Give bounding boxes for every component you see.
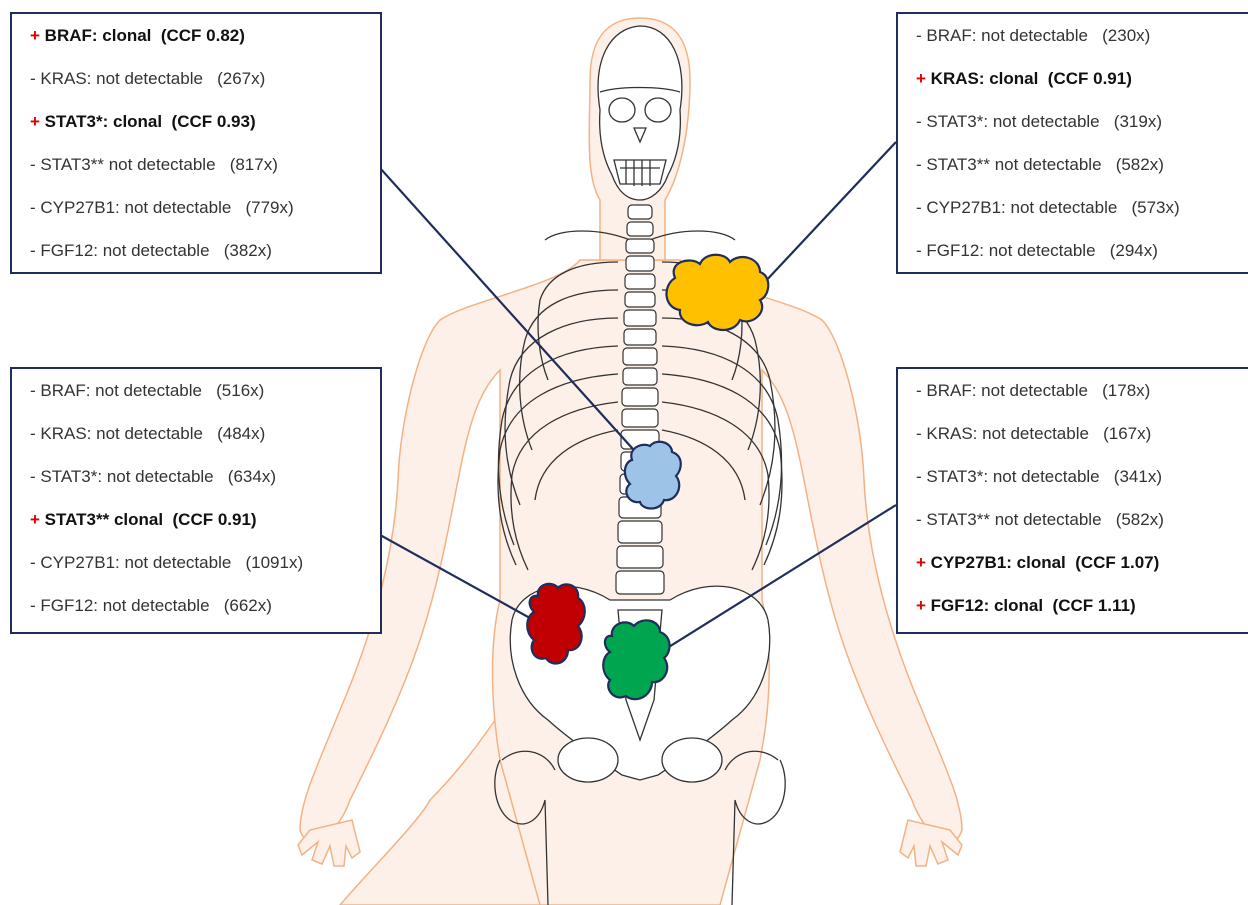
mutation-row: - KRAS: not detectable (267x)	[30, 69, 265, 89]
mutation-row: + BRAF: clonal (CCF 0.82)	[30, 26, 245, 46]
mutation-row: + FGF12: clonal (CCF 1.11)	[916, 596, 1136, 616]
mutation-box-top-left: + BRAF: clonal (CCF 0.82) - KRAS: not de…	[10, 12, 382, 274]
mutation-row: + STAT3*: clonal (CCF 0.93)	[30, 112, 256, 132]
mutation-row: - BRAF: not detectable (230x)	[916, 26, 1150, 46]
mutation-text: - FGF12: not detectable (662x)	[30, 596, 272, 615]
mutation-row: - CYP27B1: not detectable (573x)	[916, 198, 1180, 218]
positive-marker: +	[30, 510, 40, 529]
mutation-text: FGF12: clonal (CCF 1.11)	[931, 596, 1136, 615]
mutation-text: - CYP27B1: not detectable (779x)	[30, 198, 294, 217]
mutation-row: - STAT3** not detectable (582x)	[916, 510, 1164, 530]
positive-marker: +	[30, 26, 40, 45]
mutation-text: - BRAF: not detectable (230x)	[916, 26, 1150, 45]
mutation-text: - KRAS: not detectable (484x)	[30, 424, 265, 443]
lesion-yellow	[666, 255, 768, 330]
mutation-text: - FGF12: not detectable (382x)	[30, 241, 272, 260]
mutation-row: - STAT3*: not detectable (634x)	[30, 467, 276, 487]
mutation-text: BRAF: clonal (CCF 0.82)	[45, 26, 245, 45]
mutation-text: - STAT3*: not detectable (319x)	[916, 112, 1162, 131]
mutation-box-bottom-right: - BRAF: not detectable (178x) - KRAS: no…	[896, 367, 1248, 634]
mutation-row: - STAT3*: not detectable (319x)	[916, 112, 1162, 132]
positive-marker: +	[916, 69, 926, 88]
mutation-text: CYP27B1: clonal (CCF 1.07)	[931, 553, 1160, 572]
mutation-row: - KRAS: not detectable (484x)	[30, 424, 265, 444]
mutation-box-top-right: - BRAF: not detectable (230x) + KRAS: cl…	[896, 12, 1248, 274]
mutation-row: - FGF12: not detectable (662x)	[30, 596, 272, 616]
mutation-row: - FGF12: not detectable (294x)	[916, 241, 1158, 261]
mutation-box-bottom-left: - BRAF: not detectable (516x) - KRAS: no…	[10, 367, 382, 634]
mutation-text: - STAT3*: not detectable (341x)	[916, 467, 1162, 486]
mutation-row: - STAT3*: not detectable (341x)	[916, 467, 1162, 487]
mutation-text: - STAT3** not detectable (582x)	[916, 155, 1164, 174]
mutation-row: + STAT3** clonal (CCF 0.91)	[30, 510, 257, 530]
lesion-blue	[625, 442, 681, 509]
mutation-row: - BRAF: not detectable (178x)	[916, 381, 1150, 401]
mutation-row: - BRAF: not detectable (516x)	[30, 381, 264, 401]
mutation-text: - CYP27B1: not detectable (1091x)	[30, 553, 303, 572]
mutation-text: STAT3*: clonal (CCF 0.93)	[45, 112, 256, 131]
mutation-text: - STAT3** not detectable (817x)	[30, 155, 278, 174]
mutation-text: - CYP27B1: not detectable (573x)	[916, 198, 1180, 217]
positive-marker: +	[916, 596, 926, 615]
mutation-row: - CYP27B1: not detectable (1091x)	[30, 553, 303, 573]
mutation-row: - CYP27B1: not detectable (779x)	[30, 198, 294, 218]
callout-line-yellow	[748, 142, 896, 300]
mutation-row: - KRAS: not detectable (167x)	[916, 424, 1151, 444]
mutation-text: - BRAF: not detectable (178x)	[916, 381, 1150, 400]
mutation-text: - STAT3** not detectable (582x)	[916, 510, 1164, 529]
mutation-row: + CYP27B1: clonal (CCF 1.07)	[916, 553, 1159, 573]
mutation-text: - STAT3*: not detectable (634x)	[30, 467, 276, 486]
mutation-text: - BRAF: not detectable (516x)	[30, 381, 264, 400]
mutation-text: - KRAS: not detectable (267x)	[30, 69, 265, 88]
positive-marker: +	[916, 553, 926, 572]
mutation-row: + KRAS: clonal (CCF 0.91)	[916, 69, 1132, 89]
mutation-text: - FGF12: not detectable (294x)	[916, 241, 1158, 260]
mutation-text: KRAS: clonal (CCF 0.91)	[931, 69, 1132, 88]
positive-marker: +	[30, 112, 40, 131]
mutation-row: - STAT3** not detectable (817x)	[30, 155, 278, 175]
mutation-text: - KRAS: not detectable (167x)	[916, 424, 1151, 443]
mutation-row: - FGF12: not detectable (382x)	[30, 241, 272, 261]
mutation-row: - STAT3** not detectable (582x)	[916, 155, 1164, 175]
mutation-text: STAT3** clonal (CCF 0.91)	[45, 510, 257, 529]
